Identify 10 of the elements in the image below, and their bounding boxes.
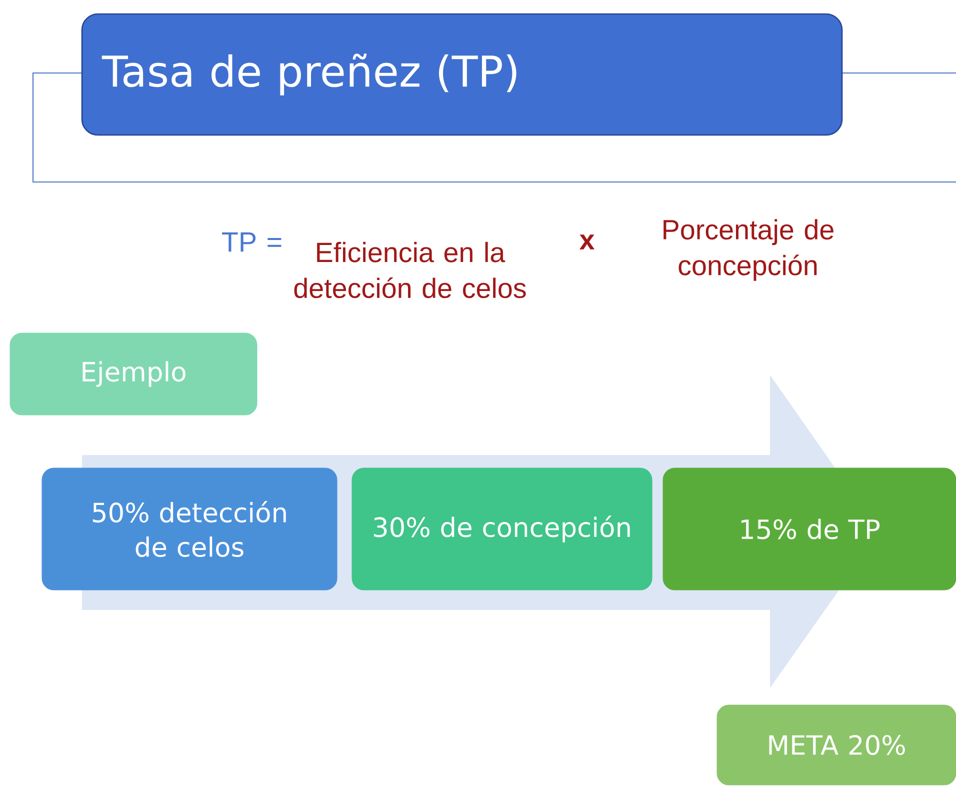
example-tag: Ejemplo (10, 332, 258, 416)
formula-factor: Porcentaje de concepción (664, 219, 834, 281)
multiply-sign: x (579, 234, 595, 250)
title-box: Tasa de preñez (TP) (81, 13, 843, 136)
process-box: 50% detección de celos (42, 468, 338, 590)
process-box: 30% de concepción (352, 468, 652, 590)
process-box: 15% de TP (662, 468, 956, 590)
goal-box: META 20% (716, 704, 956, 786)
formula-term: TP = (222, 232, 282, 252)
formula-factor: Eficiencia en la detección de celos (294, 242, 526, 298)
